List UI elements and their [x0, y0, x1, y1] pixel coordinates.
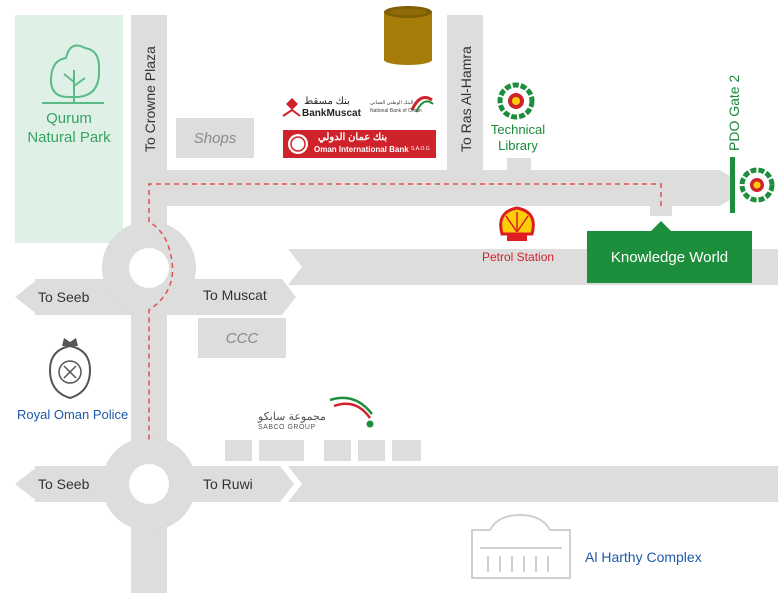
bank-muscat-arabic: بنك مسقط	[304, 96, 350, 107]
park-label-line2: Natural Park	[27, 129, 111, 146]
knowledge-world-marker: Knowledge World	[587, 231, 752, 283]
pdo-logo-icon	[497, 82, 535, 120]
pdo-gate-label: PDO Gate 2	[726, 74, 742, 151]
technical-library-line1: Technical	[490, 122, 546, 137]
road-label-seeb-bottom: To Seeb	[38, 476, 90, 492]
oib-arabic: بنك عمان الدولي	[318, 132, 388, 143]
road-label-muscat: To Muscat	[203, 287, 267, 303]
oib-suffix: S.A.O.G	[411, 146, 430, 152]
pdo-gate-marker	[730, 157, 735, 213]
road-label-ras-al-hamra: To Ras Al-Hamra	[458, 46, 474, 152]
sabco-english: SABCO GROUP	[258, 424, 316, 431]
road-ras-al-hamra	[447, 15, 483, 176]
qurum-park-area	[15, 15, 123, 243]
sabco-arabic: مجموعة سابكو	[258, 411, 326, 423]
knowledge-world-pointer	[650, 221, 672, 232]
road-ruwi-arrow	[240, 466, 294, 502]
oil-drum-icon	[384, 6, 432, 65]
knowledge-world-label: Knowledge World	[610, 248, 729, 266]
park-label: Qurum Natural Park	[18, 109, 120, 147]
park-label-line1: Qurum	[46, 110, 92, 127]
shell-logo-icon	[499, 206, 535, 241]
al-harthy-complex-label: Al Harthy Complex	[585, 549, 702, 565]
technical-library-label: Technical Library	[478, 122, 558, 154]
national-bank-arabic: البنك الوطني العماني	[370, 100, 414, 106]
shops-block: Shops	[176, 118, 254, 158]
road-label-ruwi: To Ruwi	[203, 476, 253, 492]
bank-muscat-english: BankMuscat	[302, 108, 361, 119]
ccc-block: CCC	[198, 318, 286, 358]
oib-english: Oman International Bank	[314, 145, 409, 154]
oib-logo-panel	[283, 130, 436, 158]
route-path	[148, 183, 662, 440]
road-muscat-arrow	[240, 279, 296, 315]
road-ruwi	[288, 466, 778, 502]
road-label-crowne-plaza: To Crowne Plaza	[142, 46, 158, 152]
road-label-seeb-top: To Seeb	[38, 289, 90, 305]
national-bank-english: National Bank of Oman	[370, 108, 422, 114]
tree-icon	[42, 44, 104, 104]
building-outline-icon	[471, 513, 571, 579]
road-middle	[131, 170, 721, 206]
national-bank-logo-icon	[410, 96, 434, 113]
bank-muscat-logo-icon	[282, 98, 301, 117]
royal-oman-police-label: Royal Oman Police	[17, 407, 129, 422]
sabco-logo-icon	[329, 396, 374, 428]
police-emblem-icon	[48, 338, 92, 400]
pdo-gate-logo-icon	[739, 167, 775, 203]
petrol-station-label: Petrol Station	[482, 250, 555, 264]
technical-library-line2: Library	[498, 138, 538, 153]
